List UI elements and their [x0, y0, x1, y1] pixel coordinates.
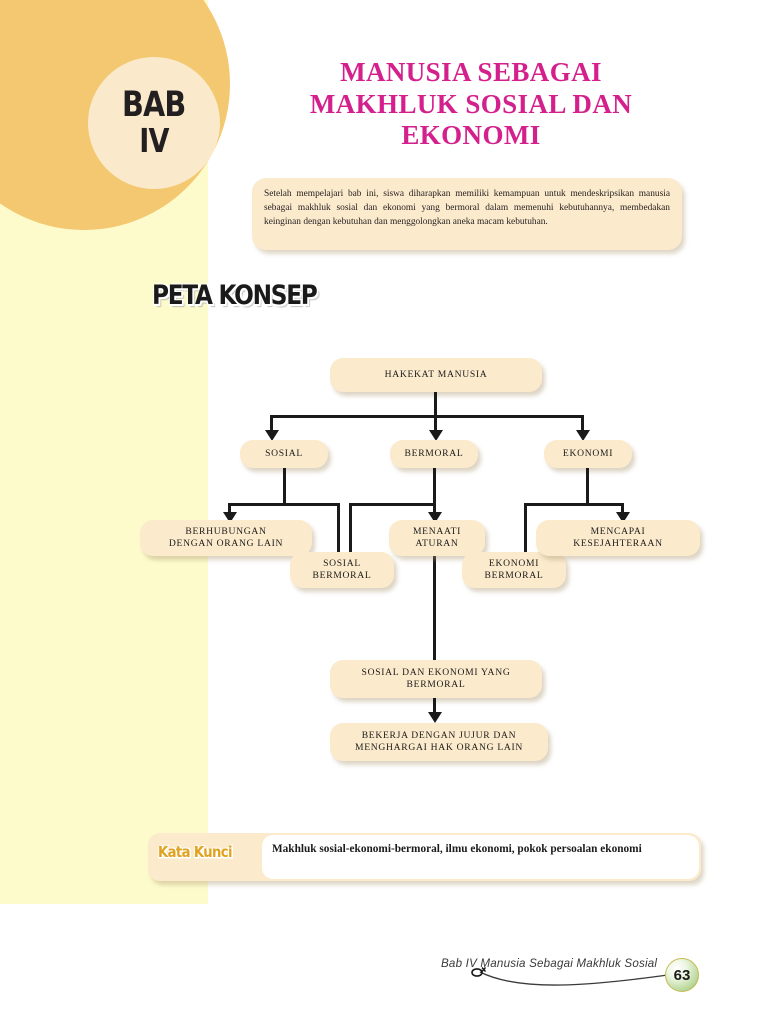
- arrowhead-ekonomi: [575, 430, 590, 441]
- page-title-line-3: EKONOMI: [401, 120, 541, 151]
- concept-node-label-line-2: DENGAN ORANG LAIN: [168, 538, 284, 549]
- concept-node-bermoral: BERMORAL: [390, 440, 478, 468]
- concept-node-label-line-1: BEKERJA DENGAN JUJUR DAN: [361, 729, 517, 741]
- concept-map-diagram: HAKEKAT MANUSIA SOSIAL BERMORAL EKONOMI: [0, 330, 768, 800]
- concept-node-hakekat-manusia: HAKEKAT MANUSIA: [330, 358, 542, 392]
- concept-node-berhubungan-dengan-orang-lain: BERHUBUNGAN DENGAN ORANG LAIN: [140, 520, 312, 556]
- concept-node-label-line-1: MENAATI: [412, 525, 462, 537]
- concept-node-label-line-2: BERMORAL: [406, 679, 466, 690]
- connector-ekonomi-to-mencapai: [621, 503, 624, 515]
- connector-bermoral-stem: [433, 468, 436, 680]
- concept-map-heading: PETA KONSEP: [152, 280, 318, 311]
- page-title-line-1: MANUSIA SEBAGAI: [340, 57, 602, 87]
- connector-sosial-split-bus: [228, 503, 340, 506]
- connector-drop-bermoral: [434, 415, 437, 433]
- keywords-panel: Makhluk sosial-ekonomi-bermoral, ilmu ek…: [262, 835, 699, 879]
- concept-node-sosial-dan-ekonomi-yang-bermoral: SOSIAL DAN EKONOMI YANG BERMORAL: [330, 660, 542, 698]
- page-number-badge: 63: [665, 958, 699, 992]
- keywords-section: Kata Kunci Makhluk sosial-ekonomi-bermor…: [148, 833, 701, 881]
- concept-node-label-line-1: BERHUBUNGAN: [185, 525, 267, 537]
- concept-node-label: HAKEKAT MANUSIA: [384, 368, 488, 380]
- arrowhead-bermoral: [428, 430, 443, 441]
- concept-node-sosial-bermoral: SOSIAL BERMORAL: [290, 552, 394, 588]
- arrowhead-menaati-aturan: [427, 512, 442, 523]
- arrowhead-mencapai-kesejahteraan: [615, 512, 630, 523]
- footer-swoosh-decoration: [471, 967, 676, 986]
- footer-caption: Bab IV Manusia Sebagai Makhluk Sosial: [441, 957, 658, 970]
- concept-node-label: EKONOMI: [562, 447, 614, 459]
- concept-node-label-line-2: BERMORAL: [312, 570, 372, 581]
- connector-ekonomi-stem: [586, 468, 589, 506]
- connector-root-stem: [434, 392, 437, 418]
- connector-sosial-to-berhubungan: [228, 503, 231, 515]
- chapter-label: BAB: [122, 85, 186, 126]
- connector-drop-sosial: [270, 415, 273, 433]
- concept-node-label-line-2: MENGHARGAI HAK ORANG LAIN: [354, 742, 524, 753]
- arrowhead-bekerja-dengan-jujur: [427, 712, 442, 723]
- concept-node-label-line-2: ATURAN: [415, 538, 459, 549]
- learning-objectives-text: Setelah mempelajari bab ini, siswa dihar…: [264, 189, 670, 227]
- connector-ekonomi-split-bus: [524, 503, 624, 506]
- concept-node-label-line-1: EKONOMI: [488, 557, 540, 569]
- keywords-text: Makhluk sosial-ekonomi-bermoral, ilmu ek…: [272, 843, 642, 855]
- chapter-number: IV: [139, 120, 169, 160]
- page-title: MANUSIA SEBAGAI MAKHLUK SOSIAL DAN EKONO…: [240, 57, 702, 152]
- concept-node-label: SOSIAL: [265, 447, 303, 459]
- page-title-line-2: MAKHLUK SOSIAL DAN: [309, 88, 633, 119]
- connector-bermoral-side-bus: [349, 503, 435, 506]
- concept-node-bekerja-dengan-jujur: BEKERJA DENGAN JUJUR DAN MENGHARGAI HAK …: [330, 723, 548, 761]
- keywords-label: Kata Kunci: [158, 843, 233, 861]
- concept-node-mencapai-kesejahteraan: MENCAPAI KESEJAHTERAAN: [536, 520, 700, 556]
- concept-node-ekonomi-bermoral: EKONOMI BERMORAL: [462, 552, 566, 588]
- chapter-badge: BAB IV: [88, 57, 220, 189]
- arrowhead-berhubungan: [222, 512, 237, 523]
- concept-node-ekonomi: EKONOMI: [544, 440, 632, 468]
- concept-node-sosial: SOSIAL: [240, 440, 328, 468]
- arrowhead-sosial: [264, 430, 279, 441]
- connector-bermoral-bus-riser: [349, 503, 352, 577]
- connector-ekonomi-to-ekonomi-bermoral: [524, 503, 527, 577]
- connector-sosial-to-sosial-bermoral: [337, 503, 340, 577]
- concept-node-label-line-2: BERMORAL: [484, 570, 544, 581]
- concept-node-label-line-1: SOSIAL: [323, 557, 361, 569]
- concept-node-label-line-1: MENCAPAI: [590, 525, 646, 537]
- connector-sosial-stem: [283, 468, 286, 506]
- concept-node-label-line-2: KESEJAHTERAAN: [573, 538, 663, 549]
- learning-objectives-box: Setelah mempelajari bab ini, siswa dihar…: [252, 178, 682, 250]
- concept-node-label: BERMORAL: [404, 447, 464, 459]
- connector-drop-ekonomi: [581, 415, 584, 433]
- connector-level2-bus: [270, 415, 584, 418]
- concept-node-label-line-1: SOSIAL DAN EKONOMI YANG: [361, 666, 511, 678]
- concept-node-menaati-aturan: MENAATI ATURAN: [389, 520, 485, 556]
- connector-sosek-to-bekerja: [433, 698, 436, 718]
